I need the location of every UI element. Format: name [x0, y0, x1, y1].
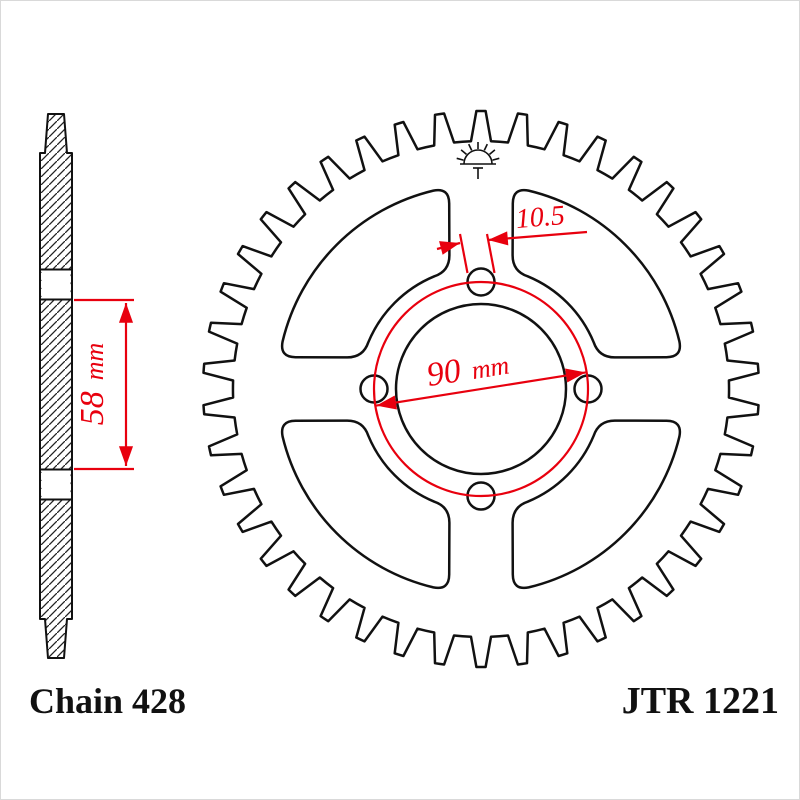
cutout [511, 419, 682, 590]
dim-bolt-hole-label: 10.5 [515, 200, 567, 235]
sun-ray [483, 143, 489, 151]
side-view-hub-window-top [41, 270, 71, 299]
sun-ray [460, 149, 468, 156]
dim-bolt-circle: 90 mm [376, 345, 586, 410]
sun-ray [488, 149, 496, 156]
side-view-outline [39, 113, 73, 659]
dim-extension-line [458, 233, 469, 274]
sun-ray [467, 143, 473, 151]
side-view-hub-window-bottom [41, 470, 71, 499]
cutout [280, 419, 451, 590]
dim-arrow-line-right [487, 230, 588, 246]
dim-hub-span-label: 58 mm [74, 343, 111, 426]
dimensions: 90 mm 10.5 58 mm [74, 200, 588, 471]
model-number-label: JTR 1221 [622, 680, 779, 722]
sun-rays [456, 142, 500, 161]
dim-bolt-circle-label: 90 mm [424, 345, 511, 394]
sun-ray [456, 157, 464, 161]
cutouts [280, 188, 682, 590]
sun-dome-icon [463, 149, 493, 165]
dim-bolt-hole-diameter: 10.5 [436, 200, 588, 274]
chain-size-label: Chain 428 [29, 681, 186, 721]
cutout [511, 188, 682, 359]
dim-hub-span: 58 mm [74, 298, 134, 471]
dim-bolt-circle-line [376, 368, 586, 410]
dim-arrow-line-left [436, 241, 461, 255]
sun-ray [492, 157, 500, 161]
side-view [39, 113, 73, 659]
cutout [280, 188, 451, 359]
sun-icon [456, 142, 500, 179]
bolt-circle [372, 280, 590, 498]
